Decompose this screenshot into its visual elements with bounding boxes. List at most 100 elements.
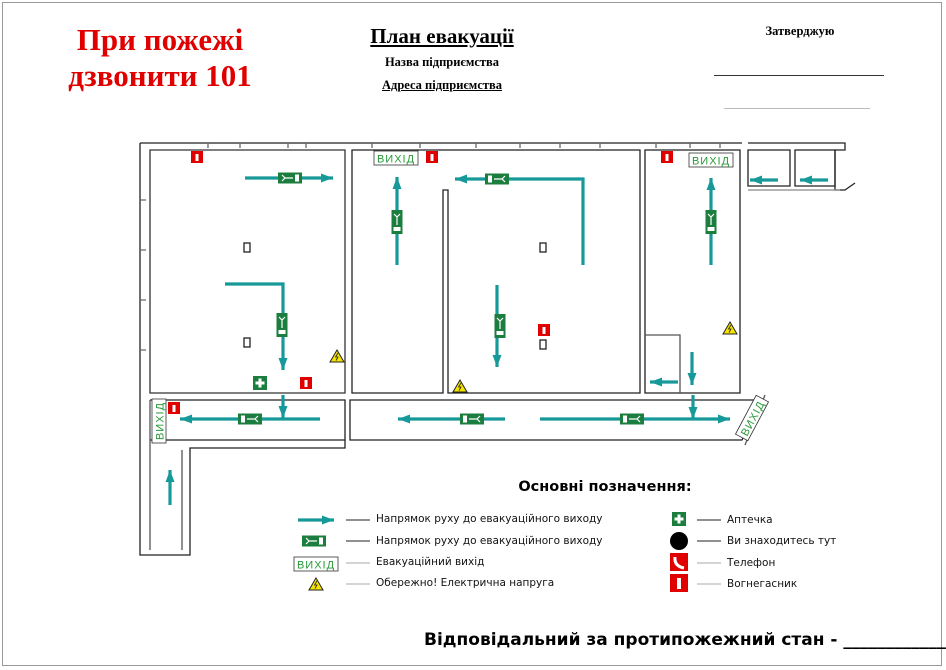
exit-sign-icon: ВИХІД [151, 398, 167, 444]
sign-door [278, 330, 286, 334]
exit-sign-text: ВИХІД [155, 402, 167, 440]
exit-sign-icon: ВИХІД [688, 152, 734, 168]
sign-figure [281, 174, 293, 182]
arrow-head [687, 373, 697, 385]
legend-label-phone: Телефон [727, 557, 776, 569]
arrow-head [706, 178, 716, 190]
exit-direction-sign-icon [276, 313, 288, 337]
arrow-head [800, 175, 812, 185]
hazard-triangle [329, 349, 345, 363]
exit-direction-sign-icon [460, 413, 484, 425]
arrow-icon [750, 175, 778, 185]
date-line [724, 108, 870, 109]
extinguisher-body [665, 154, 669, 161]
arrow-head [321, 173, 333, 183]
arrow-head [278, 358, 288, 370]
arrow-head [322, 515, 334, 525]
exit-direction-sign-icon [278, 172, 302, 184]
fire-extinguisher-icon [168, 402, 180, 414]
exit-sign-text: ВИХІД [692, 156, 730, 168]
exit-sign-frame [688, 152, 734, 168]
sign-door [707, 227, 715, 231]
electric-hazard-icon [722, 321, 738, 335]
arrow-head [392, 177, 402, 189]
fire-call-notice: При пожежі дзвонити 101 [30, 22, 290, 94]
sign-figure [629, 415, 641, 423]
hazard-triangle [308, 577, 324, 591]
evacuation-arrows [165, 173, 828, 505]
legend-label-exit: Евакуаційний вихід [376, 556, 485, 568]
sign-figure [469, 415, 481, 423]
fire-extinguisher-icon [191, 151, 203, 163]
arrow-head [278, 406, 288, 418]
fire-line-1: При пожежі [76, 22, 244, 57]
sign-door [488, 175, 492, 183]
exit-sign-text: ВИХІД [377, 154, 415, 166]
phone-handset [673, 556, 685, 570]
exit-sign-frame [151, 398, 167, 444]
exit-direction-sign-icon [485, 173, 509, 185]
legend-title: Основні позначення: [518, 479, 692, 495]
arrow-head [650, 377, 662, 387]
arrow-icon [687, 352, 697, 385]
arrow-icon [165, 470, 175, 505]
electric-hazard-icon [308, 577, 324, 591]
fire-extinguisher-icon [426, 151, 438, 163]
sign-figure [496, 317, 504, 329]
arrow-head [165, 470, 175, 482]
legend-icons: ВИХІД [293, 512, 721, 592]
sign-figure [305, 537, 317, 545]
hazard-triangle [722, 321, 738, 335]
legend-label-first-aid: Аптечка [727, 514, 773, 526]
company-name: Назва підприємства [384, 55, 500, 69]
fire-extinguisher-icon [670, 574, 688, 592]
arrow-head [180, 414, 192, 424]
fire-extinguisher-icon [661, 151, 673, 163]
arrow-icon [650, 377, 678, 387]
hazard-bolt [334, 352, 339, 361]
arrow-line [225, 282, 285, 370]
extinguisher-body [542, 327, 546, 334]
arrow-icon [278, 395, 288, 418]
sign-door [496, 331, 504, 335]
sign-door [319, 537, 323, 545]
company-address: Адреса підприємства [381, 78, 503, 92]
exit-sign-frame [373, 150, 419, 166]
sign-figure [247, 415, 259, 423]
electric-hazard-icon [329, 349, 345, 363]
arrow-icon [800, 175, 828, 185]
extinguisher-body [172, 405, 176, 412]
exit-sign-text: ВИХІД [297, 560, 335, 572]
arrow-head [398, 414, 410, 424]
sign-door [241, 415, 245, 423]
exit-direction-sign-icon [302, 535, 326, 547]
sign-door [463, 415, 467, 423]
exit-direction-sign-icon [705, 210, 717, 234]
page-title: План евакуації [370, 24, 514, 48]
exit-sign-frame [734, 394, 770, 442]
hazard-bolt [313, 580, 318, 589]
legend-label-direction-sign: Напрямок руху до евакуаційного виходу [376, 535, 603, 547]
exit-direction-sign-icon [494, 314, 506, 338]
sign-figure [393, 213, 401, 225]
arrow-head [492, 355, 502, 367]
signature-line [714, 75, 884, 76]
sign-figure [278, 316, 286, 328]
arrow-head [718, 414, 730, 424]
legend-label-you-are-here: Ви знаходитесь тут [727, 535, 837, 547]
extinguisher-body [195, 154, 199, 161]
arrow-icon [398, 414, 505, 424]
phone-icon [670, 553, 688, 571]
extinguisher-body [304, 380, 308, 387]
arrow-head [750, 175, 762, 185]
fire-extinguisher-icon [300, 377, 312, 389]
first-aid-cross [255, 378, 265, 388]
legend-label-extinguisher: Вогнегасник [727, 578, 798, 590]
electric-hazard-icon [452, 379, 468, 393]
legend-label-hazard: Обережно! Електрична напруга [376, 577, 555, 589]
walls [139, 142, 856, 556]
